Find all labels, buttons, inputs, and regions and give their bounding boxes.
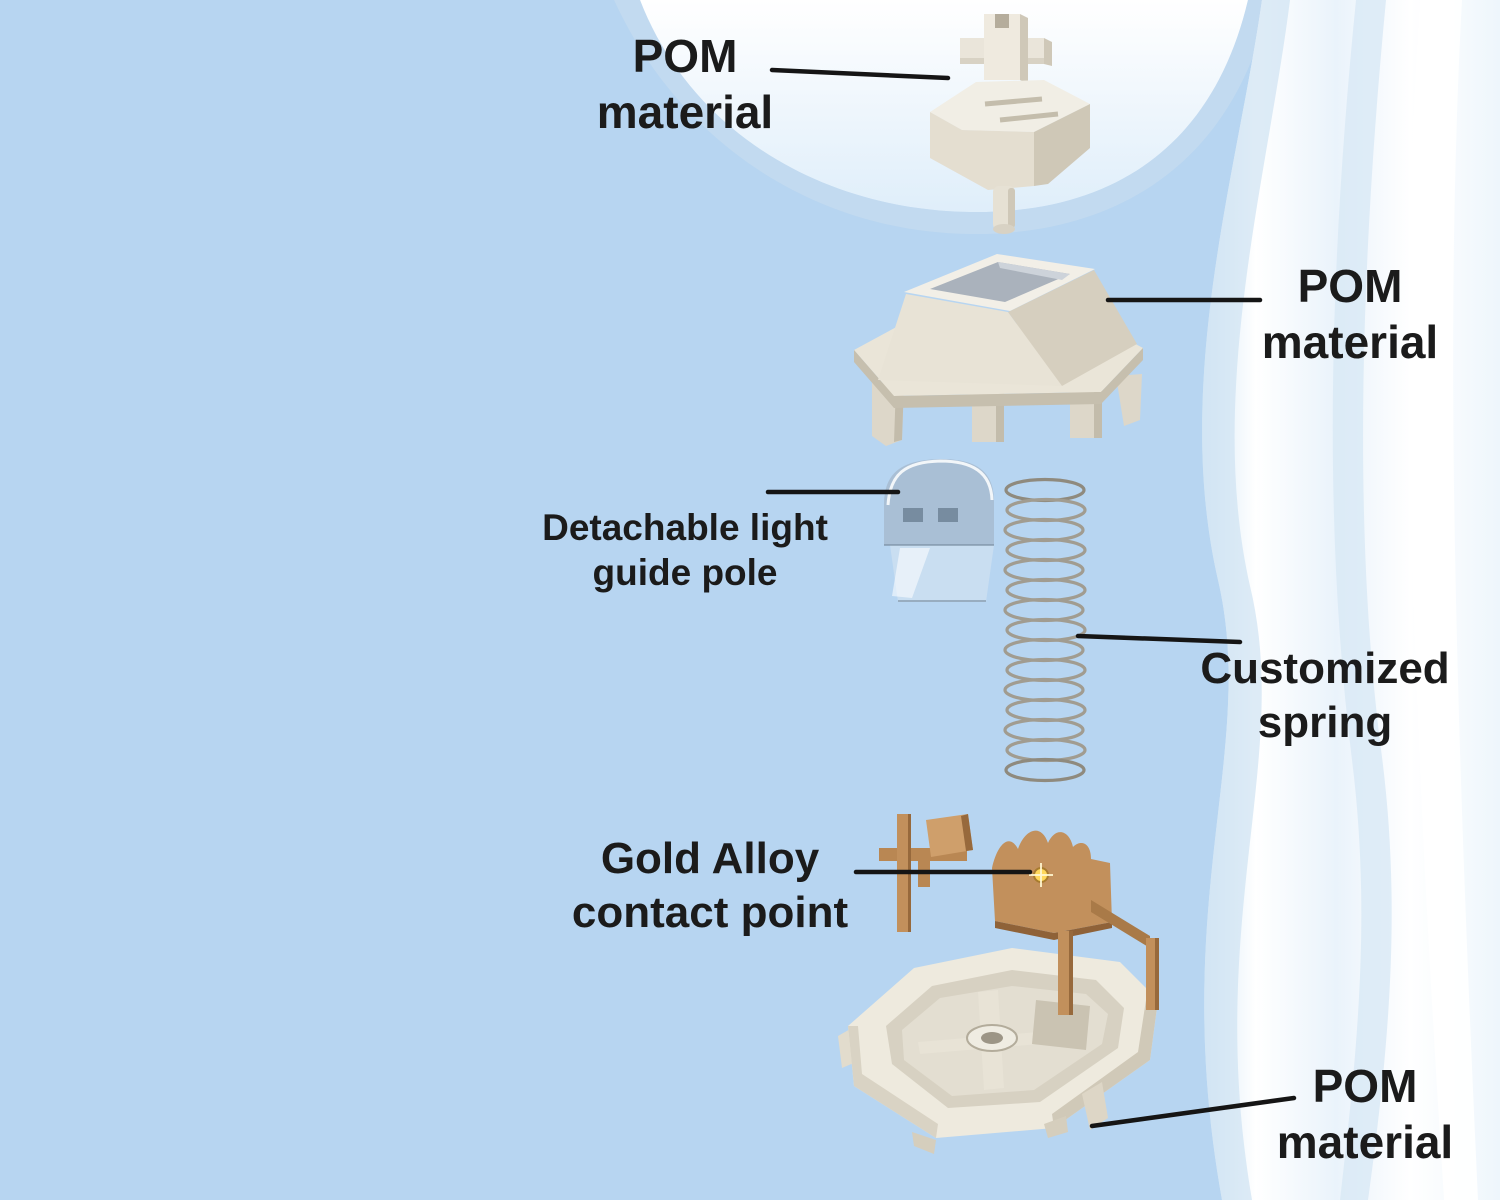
label-line: guide pole xyxy=(592,552,778,594)
label-line: POM xyxy=(632,30,738,82)
label-line: spring xyxy=(1257,697,1393,747)
leader-line-bottom-housing xyxy=(1089,1095,1297,1129)
label-stem-material: POM material xyxy=(520,28,850,140)
gold-contacts xyxy=(879,814,1159,1015)
label-light-guide-pole: Detachable light guide pole xyxy=(470,505,900,595)
label-line: material xyxy=(1261,316,1439,369)
label-line: Customized xyxy=(1200,644,1450,693)
label-line: POM xyxy=(1312,1060,1418,1112)
leader-line-stem xyxy=(769,67,951,81)
label-line: material xyxy=(1276,1116,1454,1169)
light-guide-pole xyxy=(884,459,994,602)
switch-stem xyxy=(930,14,1090,234)
spring xyxy=(1003,477,1087,783)
label-customized-spring: Customized spring xyxy=(1175,642,1475,749)
switch-bottom-housing xyxy=(838,948,1158,1154)
switch-top-housing xyxy=(854,254,1143,446)
leader-lines xyxy=(765,67,1297,1129)
label-bottom-housing-material: POM material xyxy=(1245,1058,1485,1170)
leader-line-spring xyxy=(1075,633,1243,645)
label-gold-alloy-contact: Gold Alloy contact point xyxy=(510,832,910,939)
label-line: POM xyxy=(1297,260,1403,312)
label-line: contact point xyxy=(571,887,849,937)
fabric-backdrop xyxy=(614,0,1500,1200)
label-line: Detachable light xyxy=(542,507,828,548)
label-line: Gold Alloy xyxy=(600,834,820,883)
label-top-housing-material: POM material xyxy=(1235,258,1465,370)
label-line: material xyxy=(596,86,774,139)
